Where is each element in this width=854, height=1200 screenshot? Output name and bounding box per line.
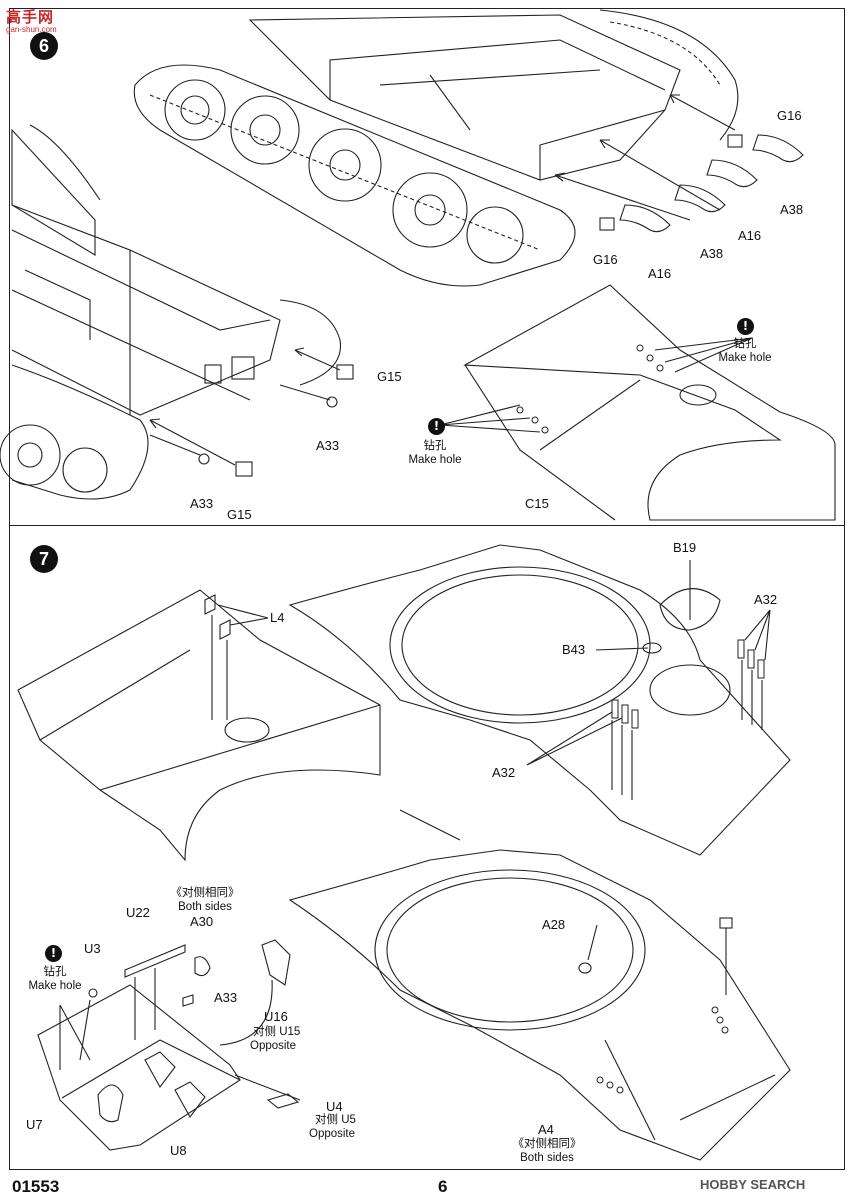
step-6-badge: 6 <box>30 32 58 60</box>
drill-hole-icon: ! <box>737 318 754 335</box>
opposite-note-cn-u5: 对侧 U5 <box>315 1114 356 1126</box>
opposite-note-en-u5: Opposite <box>309 1128 356 1140</box>
part-label-g15-right: G15 <box>377 369 402 384</box>
hole-note-cn: 钻孔 <box>423 440 447 452</box>
part-label-u7: U7 <box>26 1117 43 1132</box>
opposite-note-cn-u15: 对侧 U15 <box>253 1026 301 1038</box>
hole-note-cn: 钻孔 <box>733 338 757 350</box>
part-label-a32-right: A32 <box>754 592 778 607</box>
both-sides-note-cn: 《对侧相同》 <box>512 1138 582 1150</box>
step7-ring-plate-drawing <box>288 544 791 856</box>
part-label-u16: U16 <box>264 1009 288 1024</box>
part-label-a33-left: A33 <box>190 496 214 511</box>
drill-hole-icon: ! <box>428 418 445 435</box>
part-label-a32-left: A32 <box>492 765 516 780</box>
part-label-a38-left: A38 <box>700 246 724 261</box>
part-label-g15-left: G15 <box>227 507 252 522</box>
lower-track-drawing <box>0 299 342 500</box>
watermark: HOBBY SEARCH <box>700 1177 806 1192</box>
hole-note-en: Make hole <box>718 352 772 364</box>
opposite-note-en-u15: Opposite <box>250 1040 297 1052</box>
kit-code: 01553 <box>12 1177 60 1196</box>
part-label-l4: L4 <box>270 610 285 625</box>
upper-hull-drawing <box>248 14 681 181</box>
step-divider <box>9 525 845 526</box>
both-sides-note-en: Both sides <box>178 901 232 913</box>
part-label-b19: B19 <box>673 540 697 555</box>
page-frame <box>9 8 845 1170</box>
part-label-a33: A33 <box>214 990 238 1005</box>
step-7-badge: 7 <box>30 545 58 573</box>
part-label-a16-right: A16 <box>738 228 762 243</box>
step7-left-plate-drawing <box>17 589 381 862</box>
part-label-u22: U22 <box>126 905 150 920</box>
hole-note-en: Make hole <box>408 454 462 466</box>
part-label-a38-right: A38 <box>780 202 804 217</box>
part-label-u4: U4 <box>326 1099 343 1114</box>
part-label-a33-right: A33 <box>316 438 340 453</box>
part-label-a28: A28 <box>542 917 566 932</box>
upper-track-drawing <box>133 9 739 287</box>
part-label-g16-left: G16 <box>593 252 618 267</box>
part-label-b43: B43 <box>562 642 586 657</box>
bottom-plate-c15-drawing <box>439 284 836 521</box>
both-sides-note-cn: 《对侧相同》 <box>170 887 240 899</box>
both-sides-note-en: Both sides <box>520 1152 574 1164</box>
page-number: 6 <box>438 1177 448 1196</box>
hole-note-en: Make hole <box>28 980 82 992</box>
part-label-a16-left: A16 <box>648 266 672 281</box>
part-label-u3: U3 <box>84 941 101 956</box>
step6-parts <box>149 94 804 477</box>
site-logo: 高手网 gan-shun.com <box>6 9 57 34</box>
step7-lower-ring-plate-drawing <box>288 809 791 1161</box>
part-label-a30: A30 <box>190 914 214 929</box>
hole-note-cn: 钻孔 <box>43 966 67 978</box>
drill-hole-icon: ! <box>45 945 62 962</box>
part-label-a4: A4 <box>538 1122 554 1137</box>
part-label-u8: U8 <box>170 1143 187 1158</box>
lower-hull-drawing <box>11 124 281 416</box>
step7-lower-left-part-drawing <box>37 939 301 1151</box>
part-label-g16-right: G16 <box>777 108 802 123</box>
part-label-c15: C15 <box>525 496 549 511</box>
